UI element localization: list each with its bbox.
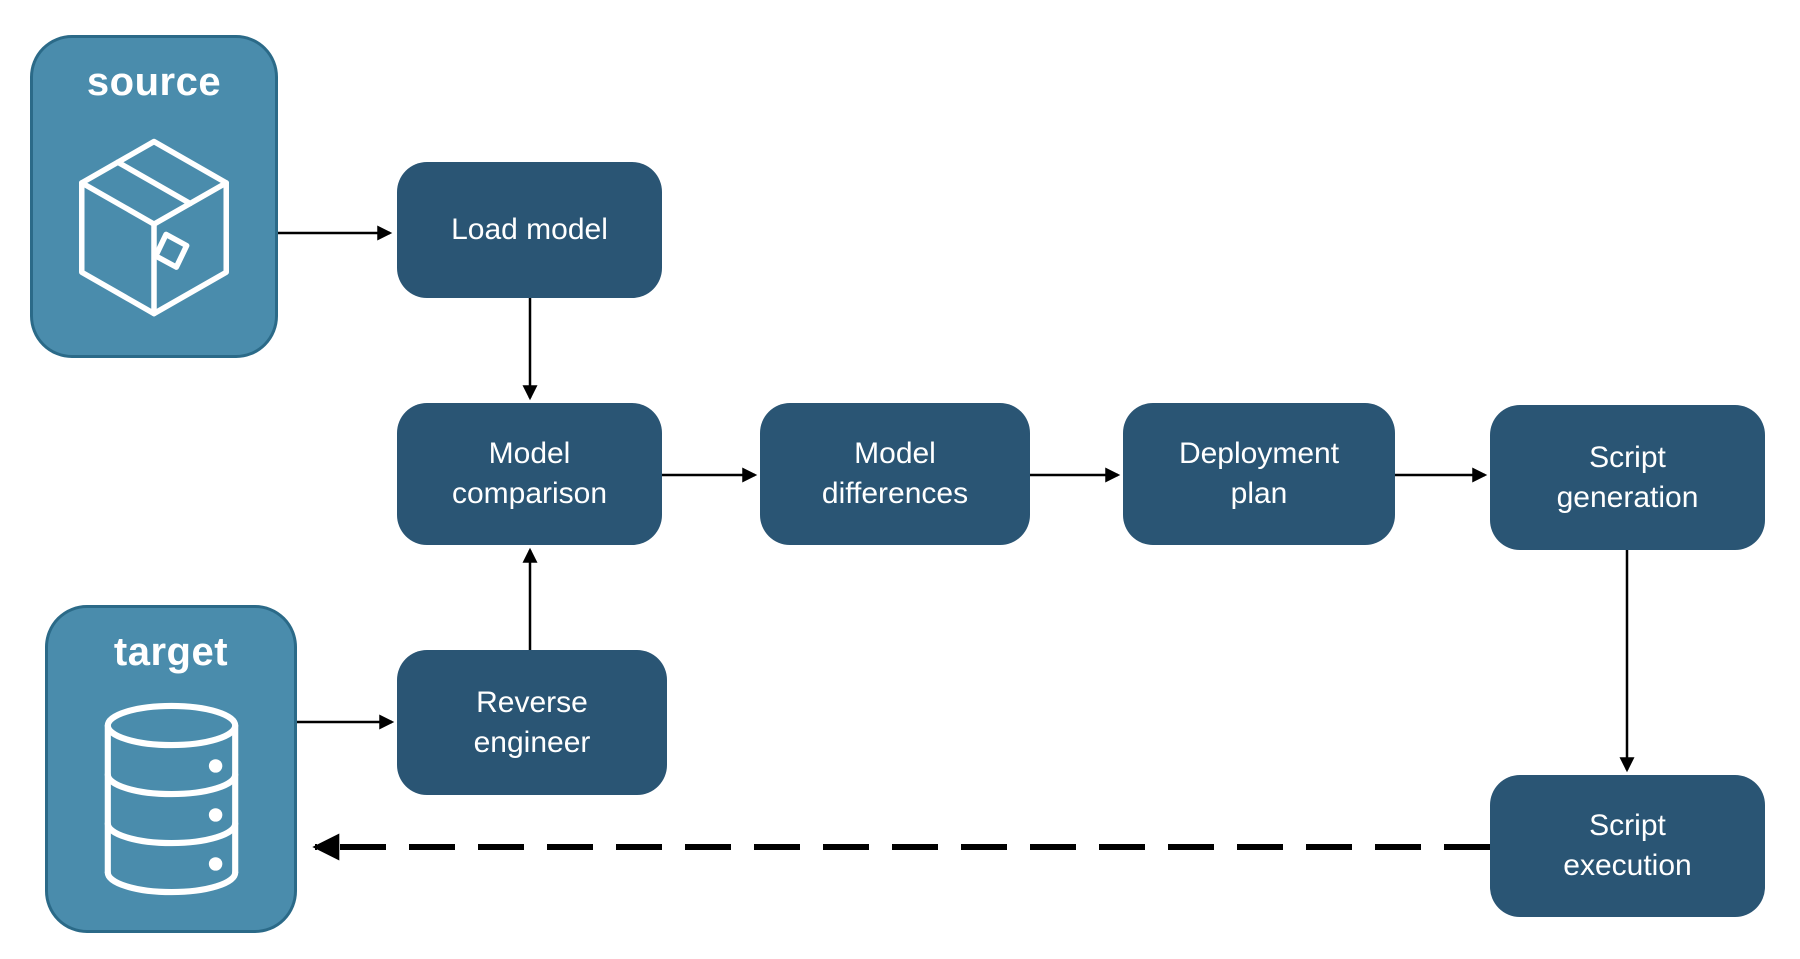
node-label-line: comparison [451,477,608,510]
target-label: target [113,630,229,674]
database-icon [104,702,238,896]
node-label-line: generation [1556,480,1699,514]
package-icon [79,138,229,317]
node-label-line: Deployment [1178,437,1340,470]
node-label-line: engineer [473,725,591,759]
node-model-differences: Model differences [760,403,1030,545]
node-label-line: Script [1589,440,1666,474]
node-label-line: execution [1563,849,1692,882]
node-label-line: Reverse [476,685,588,719]
node-load-model: Load model [397,162,662,298]
node-reverse-engineer: Reverse engineer [397,650,667,795]
source-label: source [86,60,222,104]
node-label-line: differences [821,477,969,510]
node-deployment-plan: Deployment plan [1123,403,1395,545]
node-label-line: Model [488,437,571,470]
node-label-line: Model [854,437,936,470]
node-script-execution: Script execution [1490,775,1765,917]
node-label-line: Load model [451,213,608,246]
node-label-line: Script [1589,809,1666,842]
node-label-line: plan [1230,477,1288,510]
node-model-comparison: Model comparison [397,403,662,545]
node-script-generation: Script generation [1490,405,1765,550]
node-source: source [30,35,278,358]
node-target: target [45,605,297,933]
